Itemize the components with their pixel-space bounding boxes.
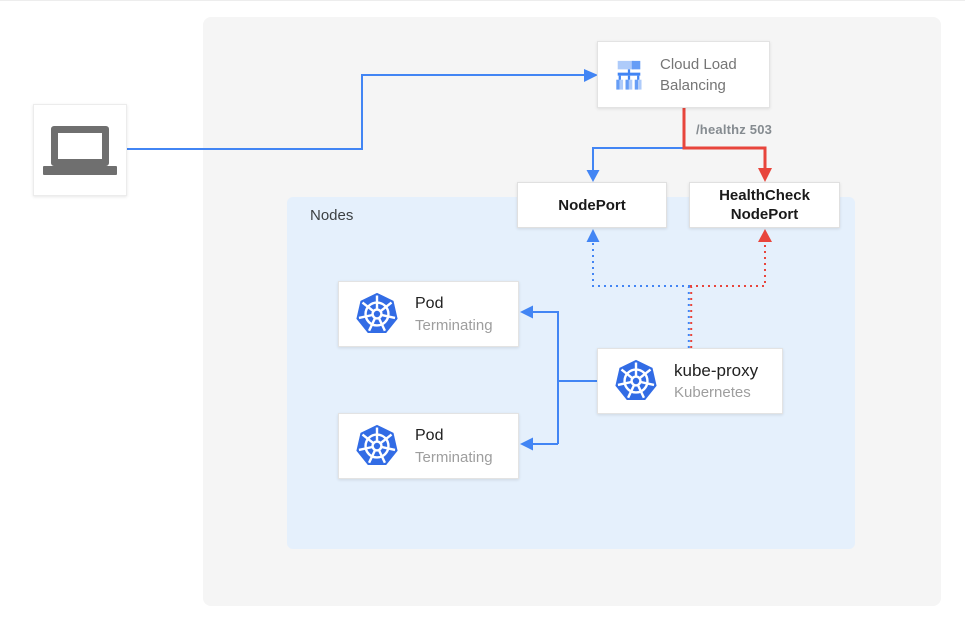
laptop-icon [43, 125, 117, 175]
healthcheck-nodeport-node: HealthCheck NodePort [689, 182, 840, 228]
pod-labels: Pod Terminating [415, 425, 493, 468]
kubernetes-icon [356, 424, 398, 466]
cloud-load-balancing-icon [616, 60, 642, 90]
kube-proxy-labels: kube-proxy Kubernetes [674, 360, 758, 403]
healthcheck-label-line1: HealthCheck [719, 187, 810, 204]
nodes-group-label: Nodes [310, 207, 354, 224]
pod-node-1: Pod Terminating [338, 281, 519, 347]
kube-proxy-node: kube-proxy Kubernetes [597, 348, 783, 414]
client-node [33, 104, 127, 196]
cloud-load-balancing-label: Cloud Load Balancing [660, 55, 737, 94]
cloud-load-balancing-node: Cloud Load Balancing [597, 41, 770, 108]
pod-status: Terminating [415, 448, 493, 466]
nodeport-node: NodePort [517, 182, 667, 228]
kubernetes-icon [615, 359, 657, 401]
healthcheck-label-line2: NodePort [730, 206, 799, 223]
nodeport-label: NodePort [558, 196, 626, 214]
pod-title: Pod [415, 426, 444, 444]
pod-labels: Pod Terminating [415, 293, 493, 336]
healthz-503-label: /healthz 503 [696, 122, 773, 137]
kubernetes-icon [356, 292, 398, 334]
kube-proxy-subtitle: Kubernetes [674, 383, 751, 401]
kube-proxy-title: kube-proxy [674, 360, 759, 380]
pod-title: Pod [415, 294, 444, 312]
pod-status: Terminating [415, 316, 493, 334]
pod-node-2: Pod Terminating [338, 413, 519, 479]
